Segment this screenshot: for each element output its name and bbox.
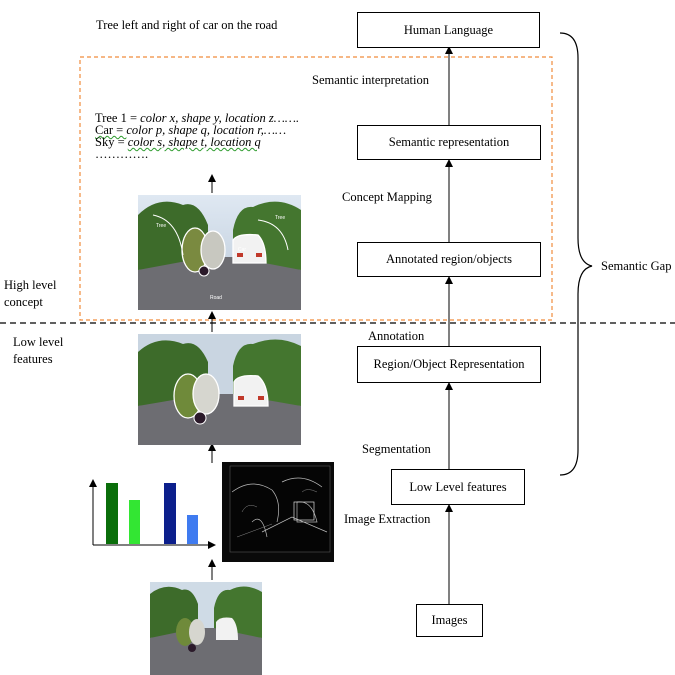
original-road-photo (150, 582, 262, 675)
segmented-road-photo (138, 334, 301, 445)
box-annotated-regions: Annotated region/objects (357, 242, 541, 277)
photo-label-tree-left: Tree (156, 223, 166, 229)
histogram-bar-3 (164, 483, 176, 544)
low-level-features-label: Low level features (13, 334, 63, 368)
edge-detection-image (222, 462, 334, 562)
scene-caption: Tree left and right of car on the road (96, 18, 278, 32)
high-level-concept-label: High level concept (4, 277, 56, 311)
feature-histogram (89, 479, 216, 549)
annotated-road-photo: Tree Tree Car Road (138, 195, 301, 310)
histogram-bar-4 (187, 515, 198, 544)
photo-label-car: Car (238, 247, 246, 253)
high-level-region-box (79, 56, 553, 321)
feature-descriptions: Tree 1 = color x, shape y, location z…….… (95, 111, 300, 161)
feature-name-sky: Sky = (95, 135, 128, 149)
feature-desc-car: color p, shape q, location r,…… (126, 123, 287, 137)
feature-desc-tree: color x, shape y, location z……. (140, 111, 300, 125)
photo-label-tree-right: Tree (275, 215, 285, 221)
photo-label-road: Road (210, 295, 222, 301)
label-semantic-interpretation: Semantic interpretation (312, 73, 429, 87)
feature-line-more: …………. (95, 147, 149, 161)
feature-line-tree: Tree 1 = color x, shape y, location z……. (95, 111, 300, 125)
box-human-language: Human Language (357, 12, 540, 48)
high-level-label-line2: concept (4, 295, 43, 309)
low-level-label-line1: Low level (13, 335, 64, 349)
feature-name-tree: Tree 1 = (95, 111, 141, 125)
label-segmentation: Segmentation (362, 442, 431, 456)
label-image-extraction: Image Extraction (344, 512, 431, 526)
box-semantic-representation: Semantic representation (357, 125, 541, 160)
box-region-representation: Region/Object Representation (357, 346, 541, 383)
histogram-bar-2 (129, 500, 140, 544)
high-level-label-line1: High level (4, 278, 57, 292)
histogram-bar-1 (106, 483, 118, 544)
feature-line-sky: Sky = color s, shape t, location q (95, 135, 299, 149)
label-semantic-gap: Semantic Gap (601, 259, 672, 273)
box-images: Images (416, 604, 483, 637)
label-concept-mapping: Concept Mapping (342, 190, 432, 204)
label-annotation: Annotation (368, 329, 425, 343)
feature-desc-sky: color s, shape t, location q (127, 135, 261, 149)
feature-name-car: Car = (95, 123, 127, 137)
box-low-level-features: Low Level features (391, 469, 525, 505)
semantic-gap-brace (559, 32, 593, 476)
feature-line-car: Car = color p, shape q, location r,…… (95, 123, 299, 137)
low-level-label-line2: features (13, 352, 53, 366)
